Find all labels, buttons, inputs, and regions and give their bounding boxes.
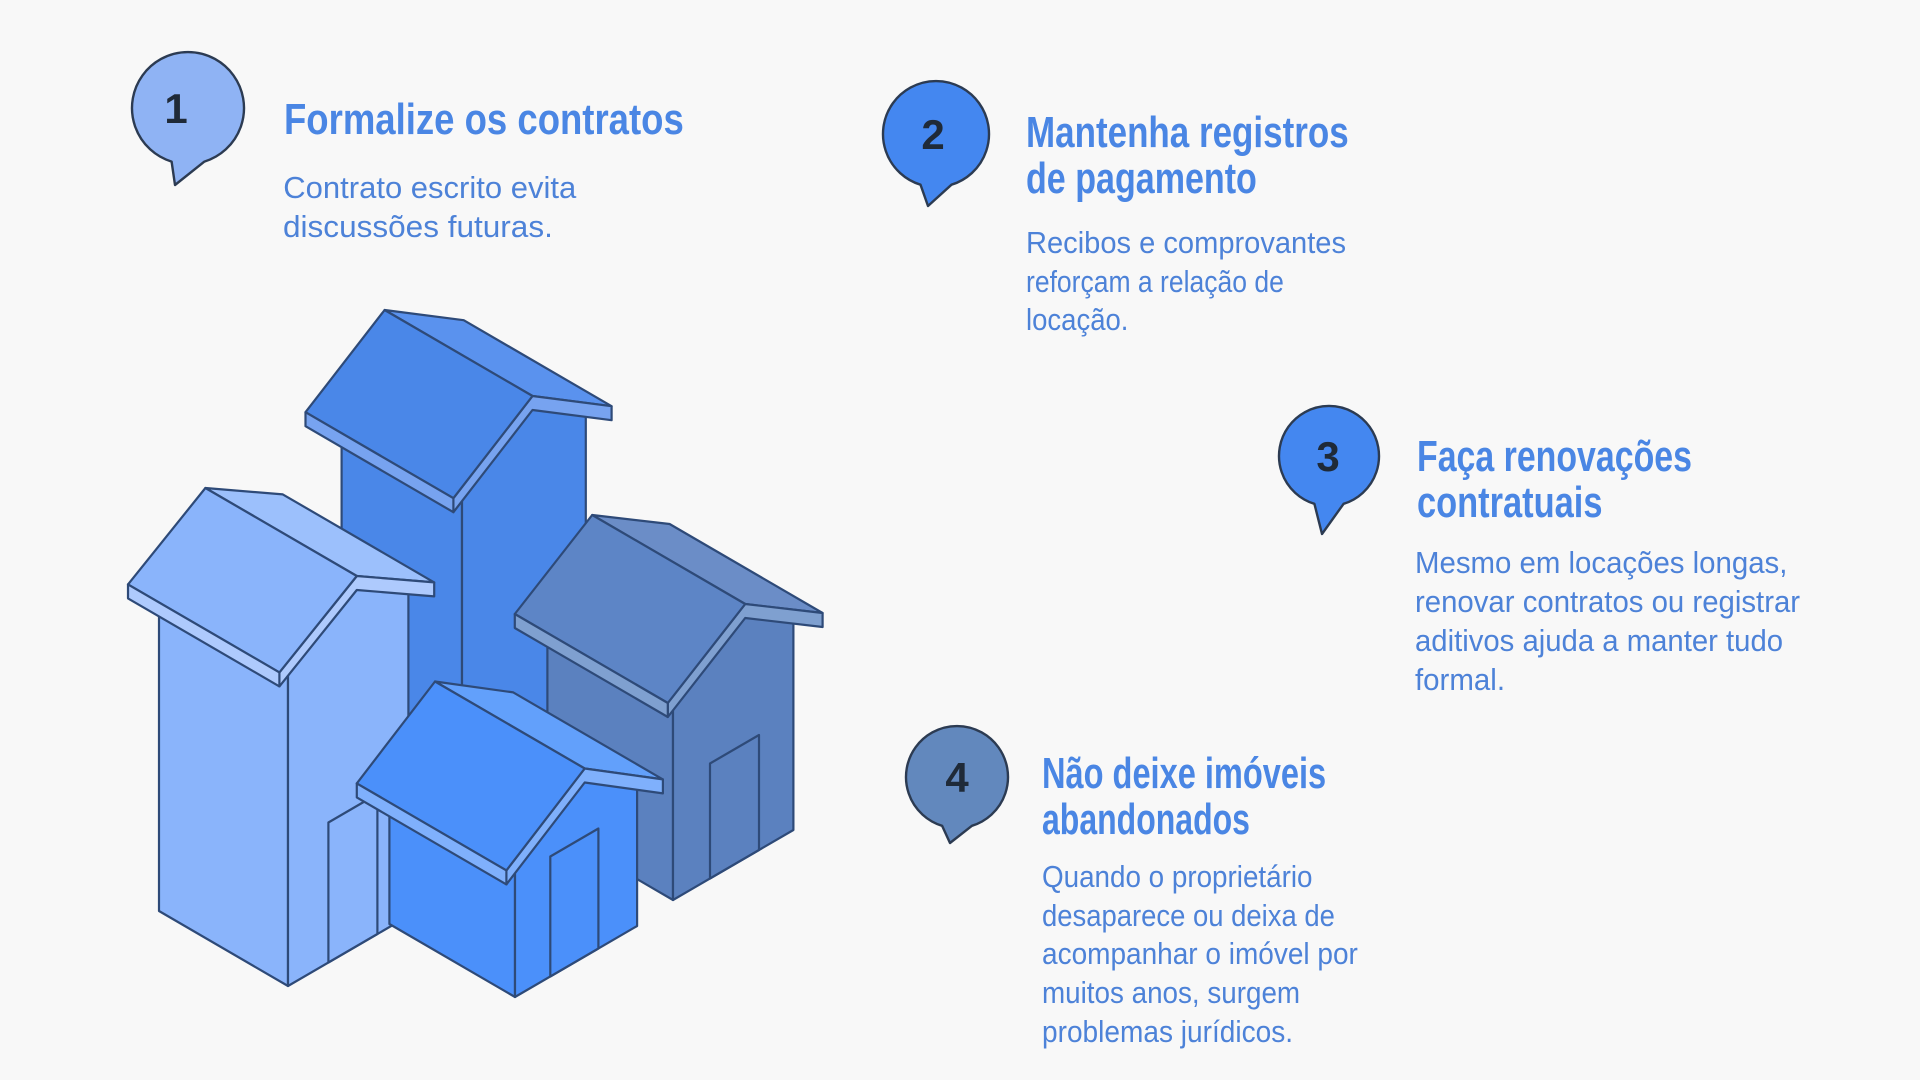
svg-text:4: 4 [945, 754, 969, 801]
svg-text:3: 3 [1316, 433, 1339, 480]
svg-text:2: 2 [921, 111, 944, 158]
svg-text:1: 1 [164, 85, 187, 132]
